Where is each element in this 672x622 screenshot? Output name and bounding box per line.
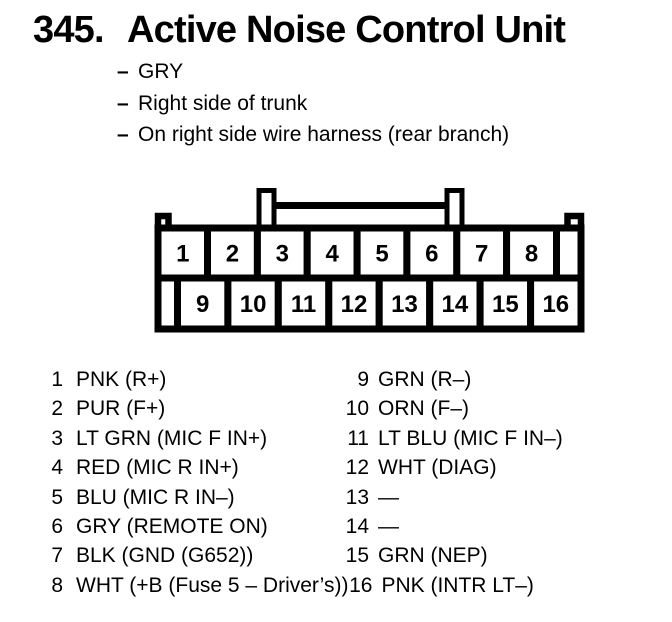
pin-number: 8	[51, 573, 63, 597]
connector-pin-number: 11	[291, 291, 316, 318]
pin-entry-left: 3 LT GRN (MIC F IN+)	[37, 424, 345, 453]
pin-number: 14	[345, 515, 369, 539]
pin-label: WHT (+B (Fuse 5 – Driver’s))	[76, 573, 349, 597]
pin-label: WHT (DIAG)	[378, 456, 497, 480]
connector-pin-number: 12	[341, 291, 368, 318]
pin-list-row: 8 WHT (+B (Fuse 5 – Driver’s))16 PNK (INTR…	[37, 571, 563, 600]
pin-entry-right: 11 LT BLU (MIC F IN–)	[345, 424, 563, 453]
pin-entry-left: 8 WHT (+B (Fuse 5 – Driver’s))	[37, 571, 348, 600]
pin-entry-right: 9 GRN (R–)	[345, 365, 471, 394]
bullet-text: Right side of trunk	[138, 91, 308, 115]
pin-list-row: 7 BLK (GND (G652)) 15 GRN (NEP)	[37, 541, 563, 570]
pin-number: 12	[345, 456, 369, 480]
pin-label: —	[378, 515, 399, 539]
section-title: Active Noise Control Unit	[127, 9, 566, 51]
connector-pin-number: 9	[196, 291, 209, 318]
bullet-item: –GRY	[117, 56, 509, 88]
pin-list-row: 3 LT GRN (MIC F IN+) 11 LT BLU (MIC F IN–)	[37, 424, 563, 453]
pin-entry-right: 14 —	[345, 512, 399, 541]
pin-number: 2	[51, 397, 63, 421]
pin-label: GRN (NEP)	[378, 544, 488, 568]
pin-number: 7	[51, 544, 63, 568]
pin-number: 1	[51, 368, 63, 391]
pin-list-row: 6 GRY (REMOTE ON) 14 —	[37, 512, 563, 541]
bullet-text: GRY	[138, 60, 184, 83]
connector-pin-number: 4	[325, 241, 339, 268]
pin-label: BLU (MIC R IN–)	[76, 485, 235, 509]
pin-number: 13	[345, 485, 369, 509]
connector-pin-number: 2	[226, 241, 239, 268]
page-title: 345. Active Noise Control Unit	[33, 8, 653, 52]
pin-label: ORN (F–)	[378, 397, 469, 421]
bullet-item: –Right side of trunk	[117, 88, 509, 120]
pin-label: PNK (INTR LT–)	[381, 573, 534, 597]
connector-pin-cell	[224, 274, 282, 333]
connector-pin-number: 13	[391, 291, 418, 318]
pin-entry-left: 6 GRY (REMOTE ON)	[37, 512, 345, 541]
pin-entry-right: 13 —	[345, 483, 399, 512]
pin-list: 1 PNK (R+) 9 GRN (R–) 2 PUR (F+) 10 ORN (F–) 3 LT…	[37, 365, 563, 600]
connector-pin-number: 10	[240, 291, 267, 318]
pin-label: PUR (F+)	[76, 397, 166, 421]
bullet-item: –On right side wire harness (rear branch…	[117, 119, 509, 151]
connector-pin-number: 15	[492, 291, 519, 318]
connector-pin-number: 3	[276, 241, 289, 268]
pin-number: 10	[345, 397, 369, 421]
pin-label: —	[378, 485, 399, 509]
bullet-text: On right side wire harness (rear branch)	[138, 123, 510, 146]
pin-entry-left: 2 PUR (F+)	[37, 394, 345, 423]
pin-label: LT GRN (MIC F IN+)	[76, 426, 268, 450]
pin-number: 9	[357, 368, 369, 391]
pin-list-row: 2 PUR (F+) 10 ORN (F–)	[37, 394, 563, 423]
pin-label: BLK (GND (G652))	[76, 544, 254, 568]
bullet-list: –GRY–Right side of trunk–On right side w…	[117, 56, 509, 151]
pin-entry-right: 15 GRN (NEP)	[345, 541, 488, 570]
connector-pin-cell	[174, 274, 232, 333]
section-number: 345.	[33, 9, 105, 51]
pin-label: LT BLU (MIC F IN–)	[378, 426, 563, 450]
pin-list-row: 1 PNK (R+) 9 GRN (R–)	[37, 365, 563, 394]
connector-pin-number: 6	[425, 241, 438, 268]
pin-number: 15	[345, 544, 369, 568]
connector-pin-number: 16	[542, 291, 569, 318]
pin-label: GRN (R–)	[378, 368, 472, 391]
connector-pin-number: 8	[525, 241, 538, 268]
pin-list-row: 4 RED (MIC R IN+) 12 WHT (DIAG)	[37, 453, 563, 482]
pin-entry-left: 7 BLK (GND (G652))	[37, 541, 345, 570]
pin-entry-right: 16 PNK (INTR LT–)	[348, 571, 534, 600]
connector-blank-cell	[553, 224, 585, 282]
pin-number: 11	[347, 426, 369, 450]
connector-pin-number: 1	[176, 241, 189, 268]
bullet-dash: –	[117, 60, 129, 83]
pin-number: 4	[51, 456, 63, 480]
connector-pin-cell	[527, 274, 585, 333]
bullet-dash: –	[117, 91, 129, 115]
pin-entry-right: 10 ORN (F–)	[345, 394, 469, 423]
connector-pin-number: 5	[375, 241, 388, 268]
pin-entry-right: 12 WHT (DIAG)	[345, 453, 497, 482]
pin-entry-left: 1 PNK (R+)	[37, 365, 345, 394]
bullet-dash: –	[117, 123, 129, 146]
pin-number: 6	[51, 515, 63, 539]
connector-pin-number: 14	[442, 291, 469, 318]
pin-list-row: 5 BLU (MIC R IN–) 13 —	[37, 483, 563, 512]
pin-label: PNK (R+)	[76, 368, 167, 391]
pin-number: 5	[51, 485, 63, 509]
connector-pin-number: 7	[475, 241, 488, 268]
pin-label: RED (MIC R IN+)	[76, 456, 239, 480]
pin-entry-left: 5 BLU (MIC R IN–)	[37, 483, 345, 512]
pin-number: 3	[51, 426, 63, 450]
pin-label: GRY (REMOTE ON)	[76, 515, 268, 539]
pin-entry-left: 4 RED (MIC R IN+)	[37, 453, 345, 482]
pin-number: 16	[349, 573, 373, 597]
